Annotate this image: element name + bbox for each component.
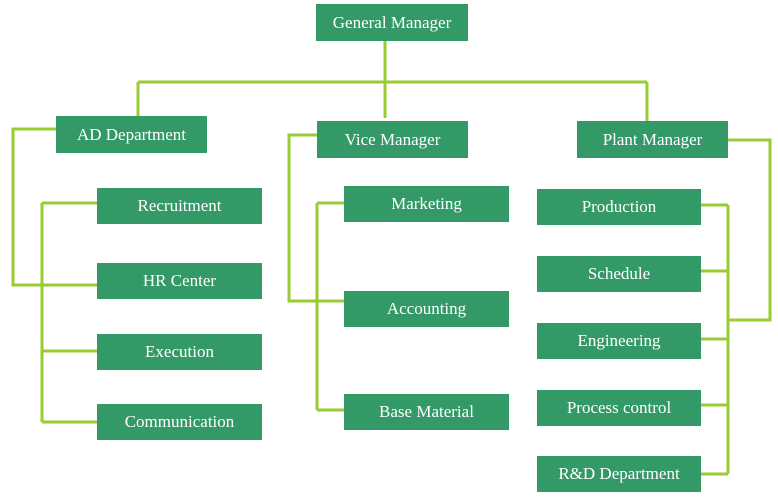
connector-plant-right xyxy=(728,138,772,322)
node-accounting: Accounting xyxy=(344,291,509,327)
node-process-control: Process control xyxy=(537,390,701,426)
node-schedule: Schedule xyxy=(537,256,701,292)
node-hr-center: HR Center xyxy=(97,263,262,299)
node-vice-manager: Vice Manager xyxy=(317,121,468,158)
node-communication: Communication xyxy=(97,404,262,440)
node-execution: Execution xyxy=(97,334,262,370)
node-engineering: Engineering xyxy=(537,323,701,359)
node-base-material: Base Material xyxy=(344,394,509,430)
node-marketing: Marketing xyxy=(344,186,509,222)
node-ad-department: AD Department xyxy=(56,116,207,153)
node-general-manager: General Manager xyxy=(316,4,468,41)
node-production: Production xyxy=(537,189,701,225)
node-recruitment: Recruitment xyxy=(97,188,262,224)
connector-ad-left xyxy=(11,127,97,287)
node-rd-department: R&D Department xyxy=(537,456,701,492)
node-plant-manager: Plant Manager xyxy=(577,121,728,158)
